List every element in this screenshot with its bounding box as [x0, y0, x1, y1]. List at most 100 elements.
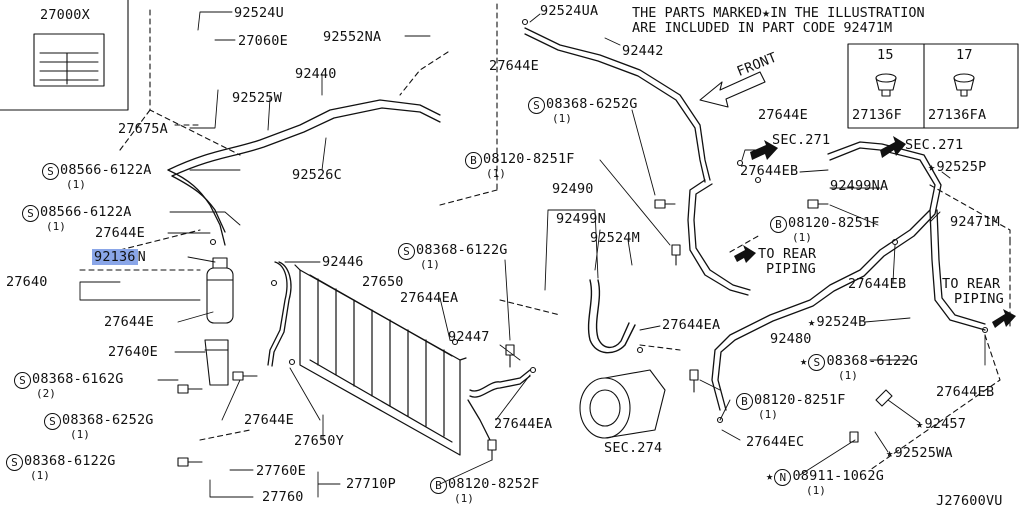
- highlighted-part-number: 92136: [92, 249, 138, 265]
- part-92525W[interactable]: 92525W: [232, 90, 282, 106]
- part-suffix: N: [137, 249, 146, 265]
- part-92490[interactable]: 92490: [552, 181, 594, 197]
- part-27644EC[interactable]: 27644EC: [746, 434, 805, 450]
- diagram-code: J27600VU: [936, 493, 1003, 509]
- inset-part-left: 27136F: [852, 107, 902, 123]
- s-circle-icon: S: [6, 454, 23, 471]
- part-92440[interactable]: 92440: [295, 66, 337, 82]
- n-circle-icon: N: [774, 469, 792, 486]
- part-92447[interactable]: 92447: [448, 329, 490, 345]
- to-rear-2-line2: PIPING: [954, 291, 1004, 307]
- part-27640[interactable]: 27640: [6, 274, 48, 290]
- part-27675A[interactable]: 27675A: [118, 121, 168, 137]
- s-circle-icon: S: [22, 205, 39, 222]
- arrow-to-rear-1: [734, 245, 756, 263]
- qty-08120-8252F: (1): [454, 492, 474, 505]
- part-number: 08368-6252G: [546, 96, 638, 112]
- part-number: 92457: [924, 416, 967, 432]
- sec274-label: SEC.274: [604, 440, 663, 456]
- part-92471M[interactable]: 92471M: [950, 214, 1000, 230]
- qty-08911-1062G: (1): [806, 484, 826, 497]
- part-number: 08368-6122G: [24, 453, 116, 469]
- b-circle-icon: B: [430, 477, 447, 494]
- qty-08368-6162G: (2): [36, 387, 56, 400]
- star-icon: ★: [800, 354, 808, 368]
- part-number: 08911-1062G: [792, 468, 885, 484]
- star-icon: ★: [808, 315, 816, 329]
- part-92552NA[interactable]: 92552NA: [323, 29, 382, 45]
- star-icon: ★: [886, 446, 894, 460]
- part-number: 08120-8251F: [754, 392, 846, 408]
- sec271-a: SEC.271: [772, 132, 831, 148]
- part-27060E[interactable]: 27060E: [238, 33, 288, 49]
- part-92525WA[interactable]: ★92525WA: [886, 446, 953, 460]
- part-27710P[interactable]: 27710P: [346, 476, 396, 492]
- star-icon: ★: [916, 417, 924, 431]
- b-circle-icon: B: [770, 216, 787, 233]
- part-27650[interactable]: 27650: [362, 274, 404, 290]
- part-27644EA-1[interactable]: 27644EA: [400, 290, 459, 306]
- part-number: 08368-6162G: [32, 371, 124, 387]
- part-92499N[interactable]: 92499N: [556, 211, 606, 227]
- part-27644E-3[interactable]: 27644E: [244, 412, 294, 428]
- part-92524M[interactable]: 92524M: [590, 230, 640, 246]
- condenser: [294, 264, 467, 456]
- part-27640E[interactable]: 27640E: [108, 344, 158, 360]
- part-27644E-5[interactable]: 27644E: [758, 107, 808, 123]
- part-number: 08368-6122G: [416, 242, 508, 258]
- part-27644E-4[interactable]: 27644E: [489, 58, 539, 74]
- part-number: 08120-8251F: [483, 151, 575, 167]
- compressor: [579, 369, 666, 439]
- part-number: 08368-6122G: [826, 353, 919, 369]
- inset-fitting-left: [875, 73, 897, 97]
- inset-fitting-right: [953, 73, 975, 97]
- part-92499NA[interactable]: 92499NA: [830, 178, 889, 194]
- part-27644EB-2[interactable]: 27644EB: [848, 276, 907, 292]
- part-92526C[interactable]: 92526C: [292, 167, 342, 183]
- s-circle-icon: S: [44, 413, 61, 430]
- part-27644E-1[interactable]: 27644E: [95, 225, 145, 241]
- part-92446[interactable]: 92446: [322, 254, 364, 270]
- part-number: 08566-6122A: [40, 204, 132, 220]
- part-number: 92525WA: [894, 445, 953, 461]
- to-rear-2-line1: TO REAR: [942, 276, 1001, 292]
- part-27644EA-3[interactable]: 27644EA: [662, 317, 721, 333]
- qty-08368-6122G-b: (1): [420, 258, 440, 271]
- part-27760E[interactable]: 27760E: [256, 463, 306, 479]
- part-27644EB-3[interactable]: 27644EB: [936, 384, 995, 400]
- receiver-drier: [206, 257, 234, 324]
- part-92442[interactable]: 92442: [622, 43, 664, 59]
- to-rear-1-line1: TO REAR: [758, 246, 817, 262]
- qty-08566-6122A-1: (1): [66, 178, 86, 191]
- part-92524B[interactable]: ★92524B: [808, 315, 866, 329]
- arrow-sec271-a: [750, 140, 778, 160]
- part-27644E-2[interactable]: 27644E: [104, 314, 154, 330]
- part-number: 08566-6122A: [60, 162, 152, 178]
- part-27760[interactable]: 27760: [262, 489, 304, 505]
- part-27650Y[interactable]: 27650Y: [294, 433, 344, 449]
- part-number: 92525P: [936, 159, 987, 175]
- part-92524UA[interactable]: 92524UA: [540, 3, 599, 19]
- part-92524U[interactable]: 92524U: [234, 5, 284, 21]
- fitting-markers: [209, 18, 989, 424]
- part-92457[interactable]: ★92457: [916, 417, 966, 431]
- inset-qty-right: 17: [956, 47, 973, 63]
- part-27644EB-1[interactable]: 27644EB: [740, 163, 799, 179]
- part-92480[interactable]: 92480: [770, 331, 812, 347]
- part-92525P[interactable]: ★92525P: [928, 160, 986, 174]
- part-27644EA-2[interactable]: 27644EA: [494, 416, 553, 432]
